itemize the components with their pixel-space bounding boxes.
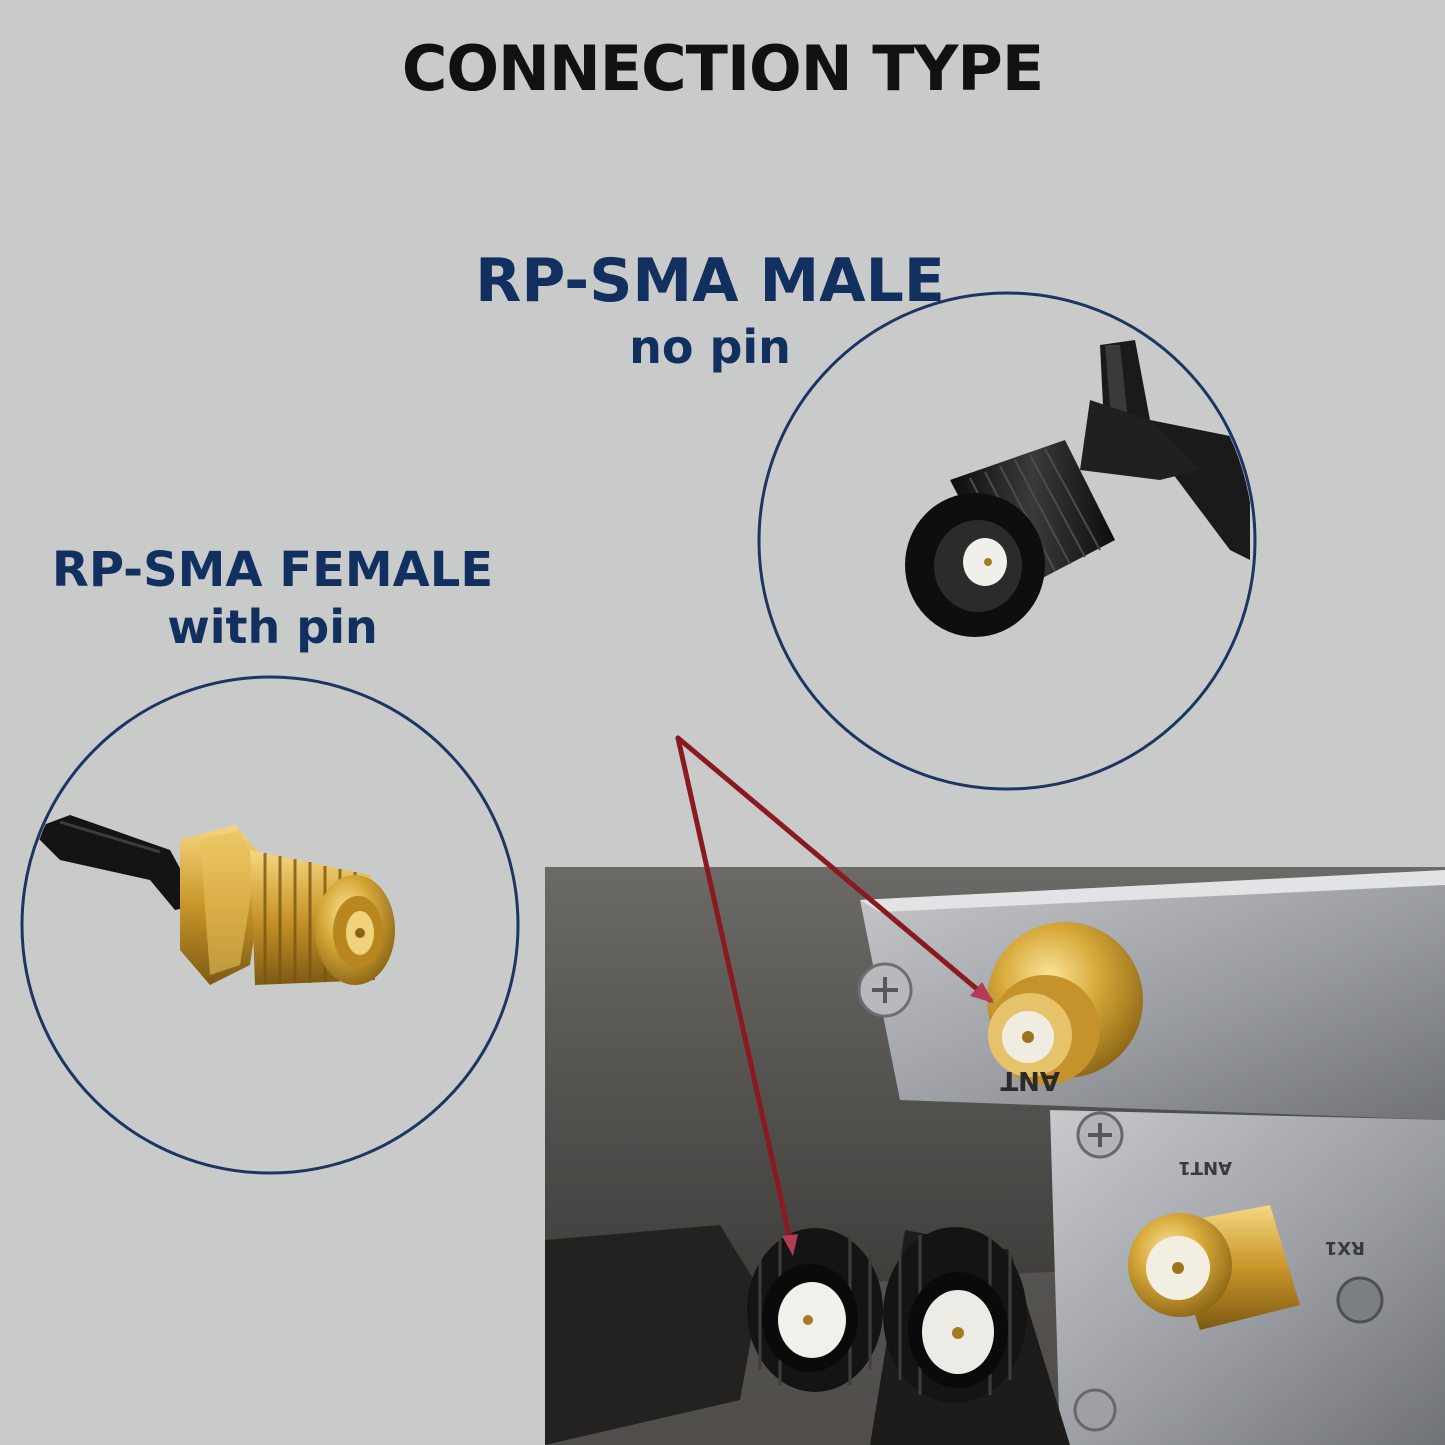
port-label-ant: ANT (1000, 1065, 1060, 1095)
arrow-to-female-port (675, 735, 993, 1003)
rp-sma-female-photo (30, 815, 395, 985)
arrowheads (782, 982, 994, 1256)
female-connector-sublabel: with pin (167, 600, 378, 654)
rp-sma-male-photo (905, 340, 1250, 637)
male-connector-sublabel: no pin (629, 320, 791, 374)
arrowhead-male-plug (782, 1234, 798, 1256)
female-circle-outline (20, 675, 520, 1175)
page-title: CONNECTION TYPE (401, 32, 1044, 105)
male-circle-outline (757, 291, 1257, 791)
female-connector-label: RP-SMA FEMALE (51, 542, 494, 598)
arrow-to-male-plug (675, 735, 795, 1251)
pointer-arrows (675, 735, 993, 1251)
arrowhead-female-port (970, 982, 994, 1003)
male-connector-label: RP-SMA MALE (475, 246, 945, 316)
port-label-ant1: ANT1 (1178, 1157, 1232, 1178)
port-label-rx1: RX1 (1325, 1237, 1365, 1258)
router-ports-photo: ANT ANT1 RX1 (545, 867, 1445, 1445)
